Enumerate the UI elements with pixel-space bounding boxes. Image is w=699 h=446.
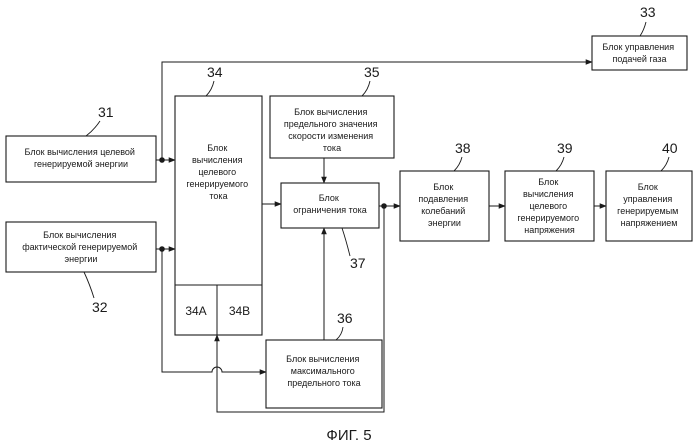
block-34-target-current: Блок вычисления целевого генерируемого т…: [175, 96, 262, 335]
sub-block-34b-label: 34B: [229, 304, 250, 318]
block-39-line-5: напряжения: [524, 225, 575, 235]
block-40-line-2: управления: [623, 194, 672, 204]
block-34-line-2: вычисления: [192, 155, 243, 165]
ref-32: 32: [92, 299, 108, 315]
block-36-line-1: Блок вычисления: [286, 354, 359, 364]
junction-dot-32: [159, 246, 165, 252]
block-37-line-1: Блок: [319, 193, 339, 203]
block-31-target-power: Блок вычисления целевой генерируемой эне…: [6, 136, 156, 182]
ref-31: 31: [98, 104, 114, 120]
junction-dot-37: [381, 203, 387, 209]
ref-39: 39: [557, 140, 573, 156]
block-33-gas-supply-control: Блок управления подачей газа: [592, 36, 687, 70]
block-35-line-4: тока: [323, 143, 341, 153]
block-35-line-3: скорости изменения: [288, 131, 373, 141]
block-33-line-1: Блок управления: [602, 42, 674, 52]
block-31-line-2: генерируемой энергии: [34, 159, 128, 169]
block-34-line-5: тока: [209, 191, 227, 201]
block-40-line-3: генерируемым: [617, 206, 678, 216]
block-38-line-2: подавления: [418, 194, 468, 204]
ref-33: 33: [640, 4, 656, 20]
ref-36: 36: [337, 310, 353, 326]
block-34-line-1: Блок: [207, 143, 227, 153]
block-38-line-3: колебаний: [421, 206, 465, 216]
block-32-line-3: энергии: [65, 254, 98, 264]
ref-34: 34: [207, 64, 223, 80]
block-32-line-2: фактической генерируемой: [22, 242, 137, 252]
block-35-current-rate-limit: Блок вычисления предельного значения ско…: [270, 96, 394, 158]
block-39-target-voltage: Блок вычисления целевого генерируемого н…: [505, 171, 594, 241]
figure-caption: ФИГ. 5: [326, 427, 371, 444]
block-39-line-3: целевого: [529, 201, 567, 211]
junction-dot-31: [159, 157, 165, 163]
block-40-line-1: Блок: [638, 182, 658, 192]
block-38-line-1: Блок: [433, 182, 453, 192]
block-40-voltage-control: Блок управления генерируемым напряжением: [606, 171, 692, 241]
block-32-actual-power: Блок вычисления фактической генерируемой…: [6, 222, 156, 272]
block-40-line-4: напряжением: [621, 218, 678, 228]
block-36-max-current-limit: Блок вычисления максимального предельног…: [266, 340, 382, 408]
ref-35: 35: [364, 64, 380, 80]
sub-block-34a-label: 34A: [185, 304, 206, 318]
block-39-line-2: вычисления: [523, 189, 574, 199]
ref-40: 40: [662, 140, 678, 156]
ref-38: 38: [455, 140, 471, 156]
block-39-line-4: генерируемого: [517, 213, 579, 223]
block-34-line-3: целевого: [198, 167, 236, 177]
block-32-line-1: Блок вычисления: [43, 230, 116, 240]
block-35-line-1: Блок вычисления: [294, 107, 367, 117]
block-31-line-1: Блок вычисления целевой: [25, 147, 135, 157]
block-38-power-oscillation-suppression: Блок подавления колебаний энергии: [400, 171, 489, 241]
block-35-line-2: предельного значения: [284, 119, 378, 129]
block-33-line-2: подачей газа: [612, 54, 666, 64]
block-39-line-1: Блок: [538, 177, 558, 187]
block-36-line-2: максимального: [291, 366, 355, 376]
block-36-line-3: предельного тока: [287, 378, 360, 388]
block-34-line-4: генерируемого: [186, 179, 248, 189]
block-37-line-2: ограничения тока: [293, 205, 367, 215]
block-38-line-4: энергии: [428, 218, 461, 228]
ref-37: 37: [350, 255, 366, 271]
svg-text:Блок вычисления максимал: Блок вычисления максимального предельног…: [286, 354, 362, 388]
block-37-current-limiter: Блок ограничения тока: [281, 183, 379, 228]
